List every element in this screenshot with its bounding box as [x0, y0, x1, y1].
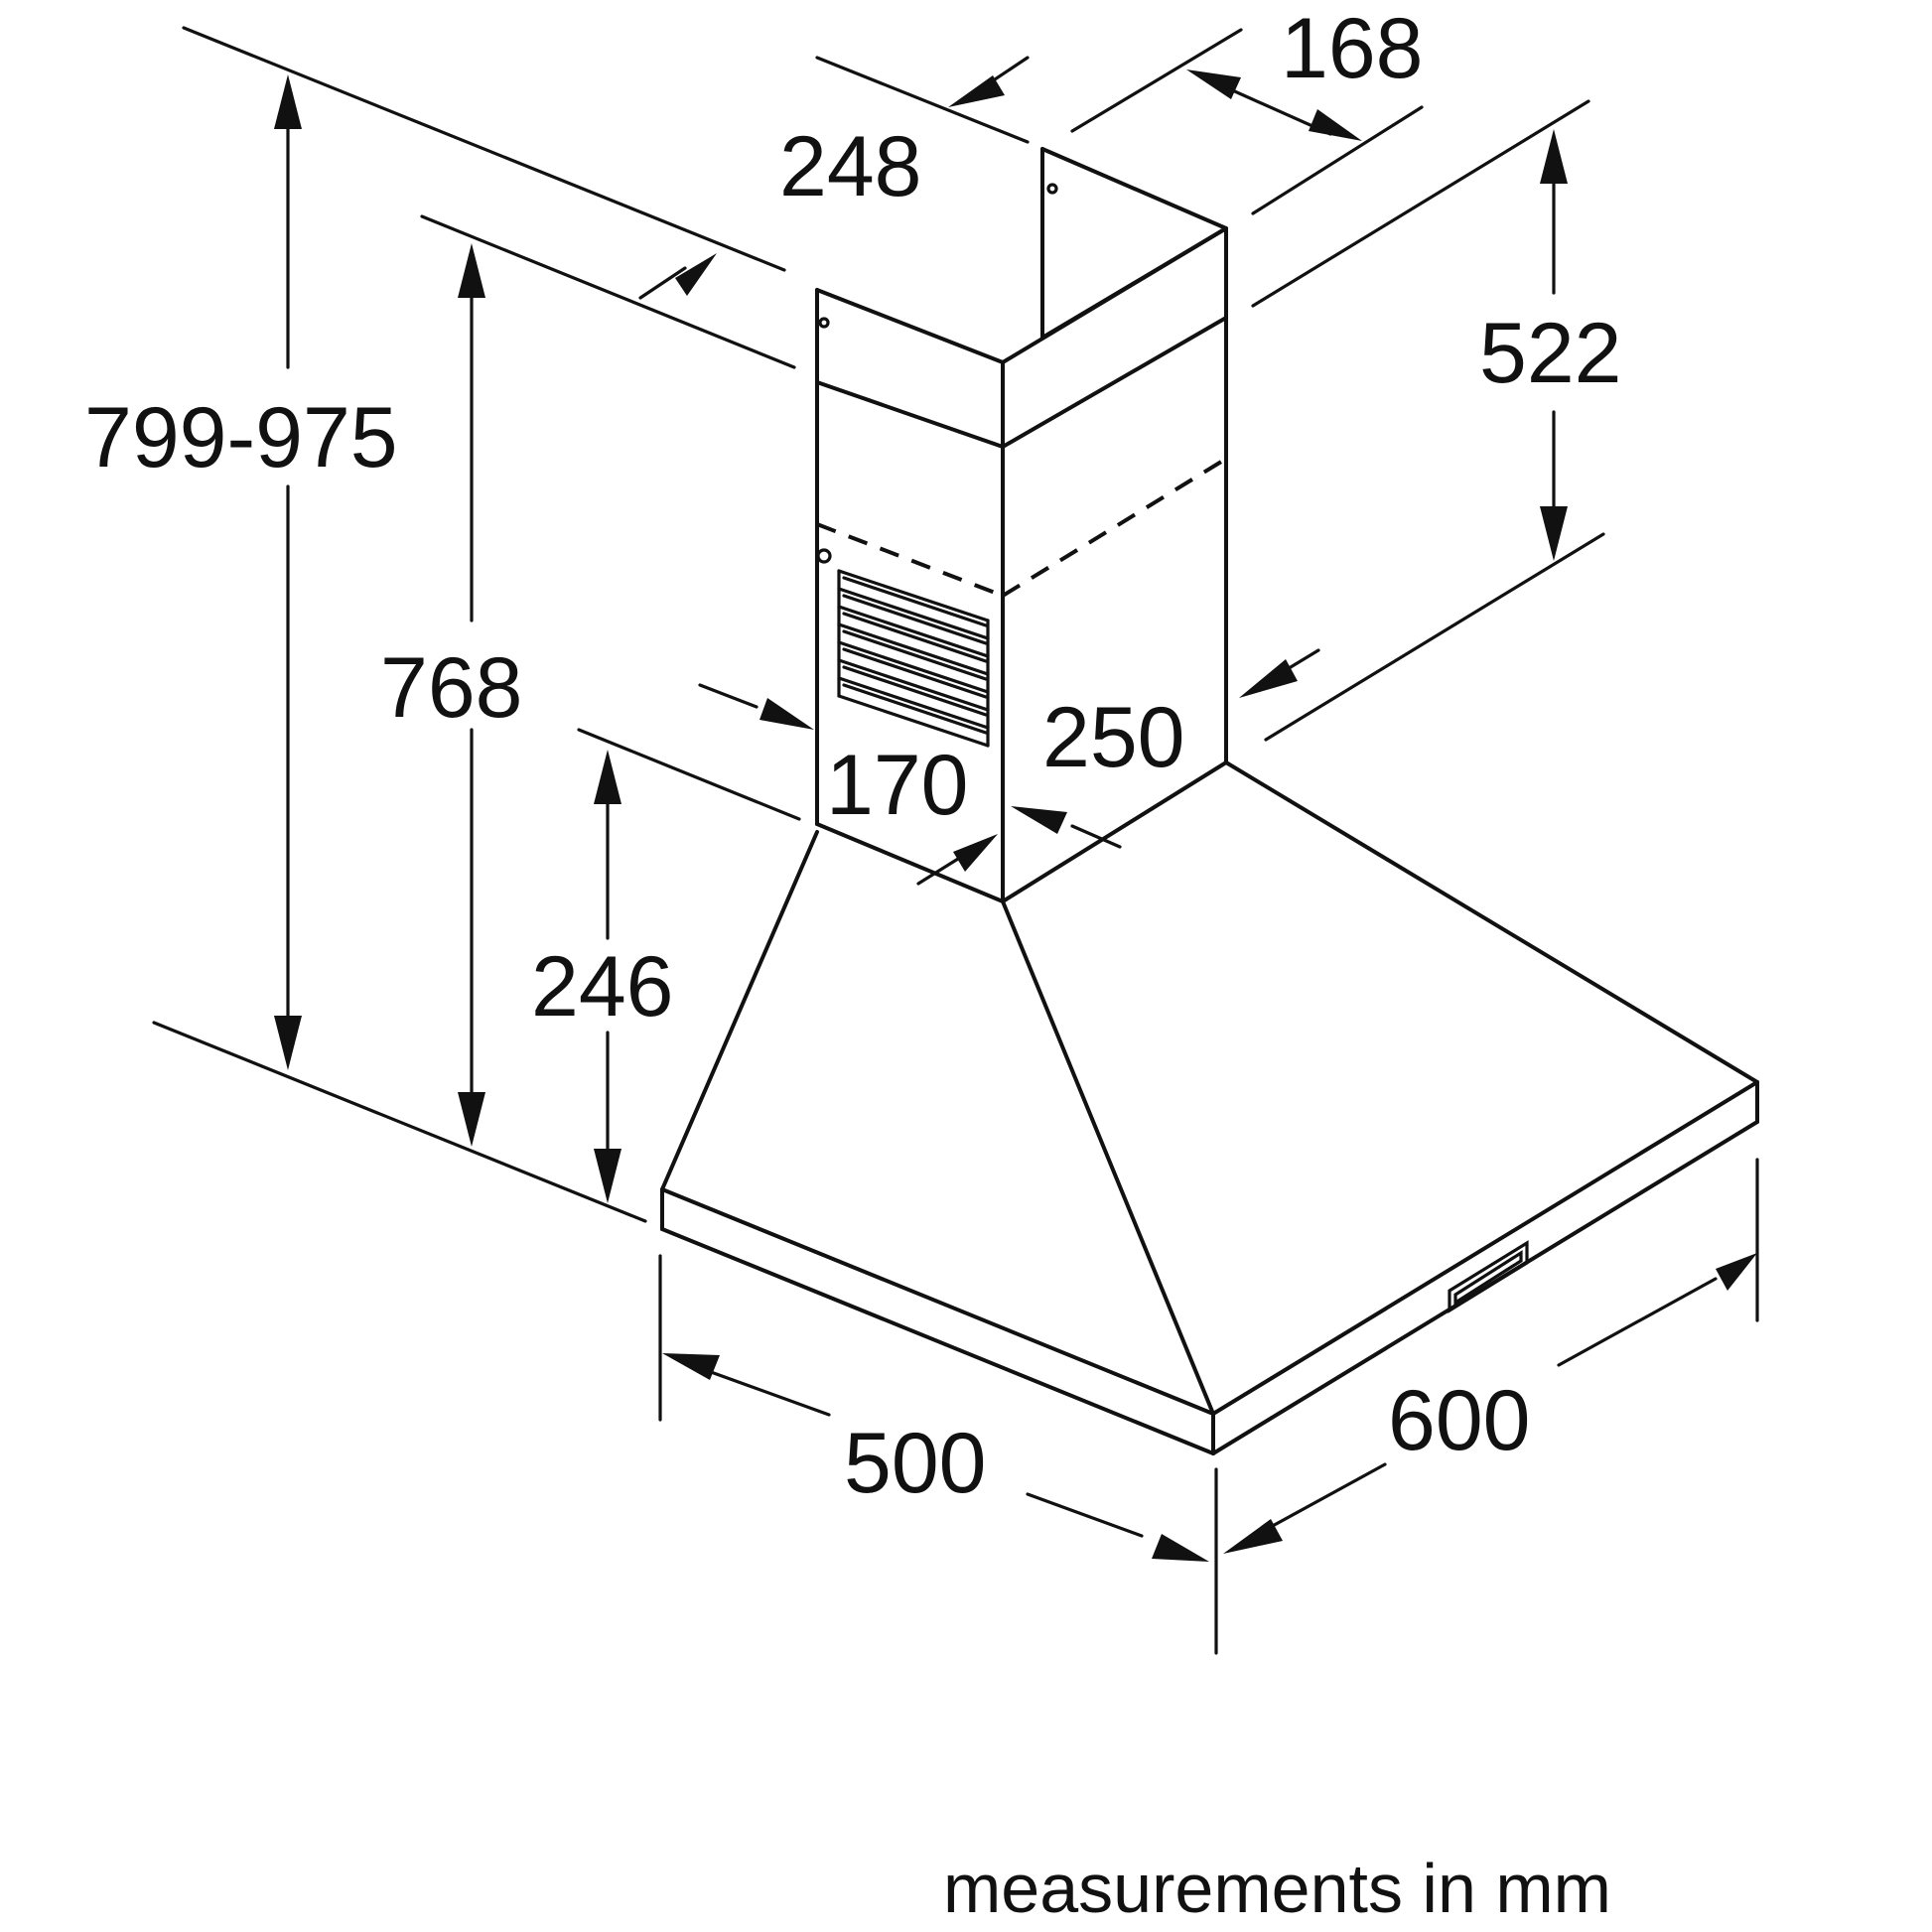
- dim-canopy-height: 246: [531, 939, 674, 1035]
- dim-chimney-upper-height: 522: [1479, 306, 1622, 401]
- dim-total-height: 799-975: [84, 390, 398, 485]
- dim-canopy-depth: 500: [844, 1416, 987, 1511]
- lower-chimney: [815, 226, 1228, 903]
- dim-chimney-top-depth: 248: [779, 119, 922, 214]
- vent-grille: [837, 569, 990, 748]
- dim-chimney-lower-depth: 170: [826, 738, 969, 833]
- dim-hood-height: 768: [380, 640, 523, 736]
- control-panel: [1448, 1240, 1529, 1313]
- dim-canopy-width: 600: [1388, 1373, 1531, 1468]
- dimension-arrows: [274, 56, 1757, 1562]
- hood-body: [660, 147, 1759, 1455]
- canopy: [660, 760, 1759, 1455]
- units-caption: measurements in mm: [943, 1850, 1611, 1927]
- dim-chimney-top-width: 168: [1281, 1, 1424, 96]
- extension-lines: [152, 26, 1759, 1655]
- dim-chimney-lower-width: 250: [1042, 690, 1185, 785]
